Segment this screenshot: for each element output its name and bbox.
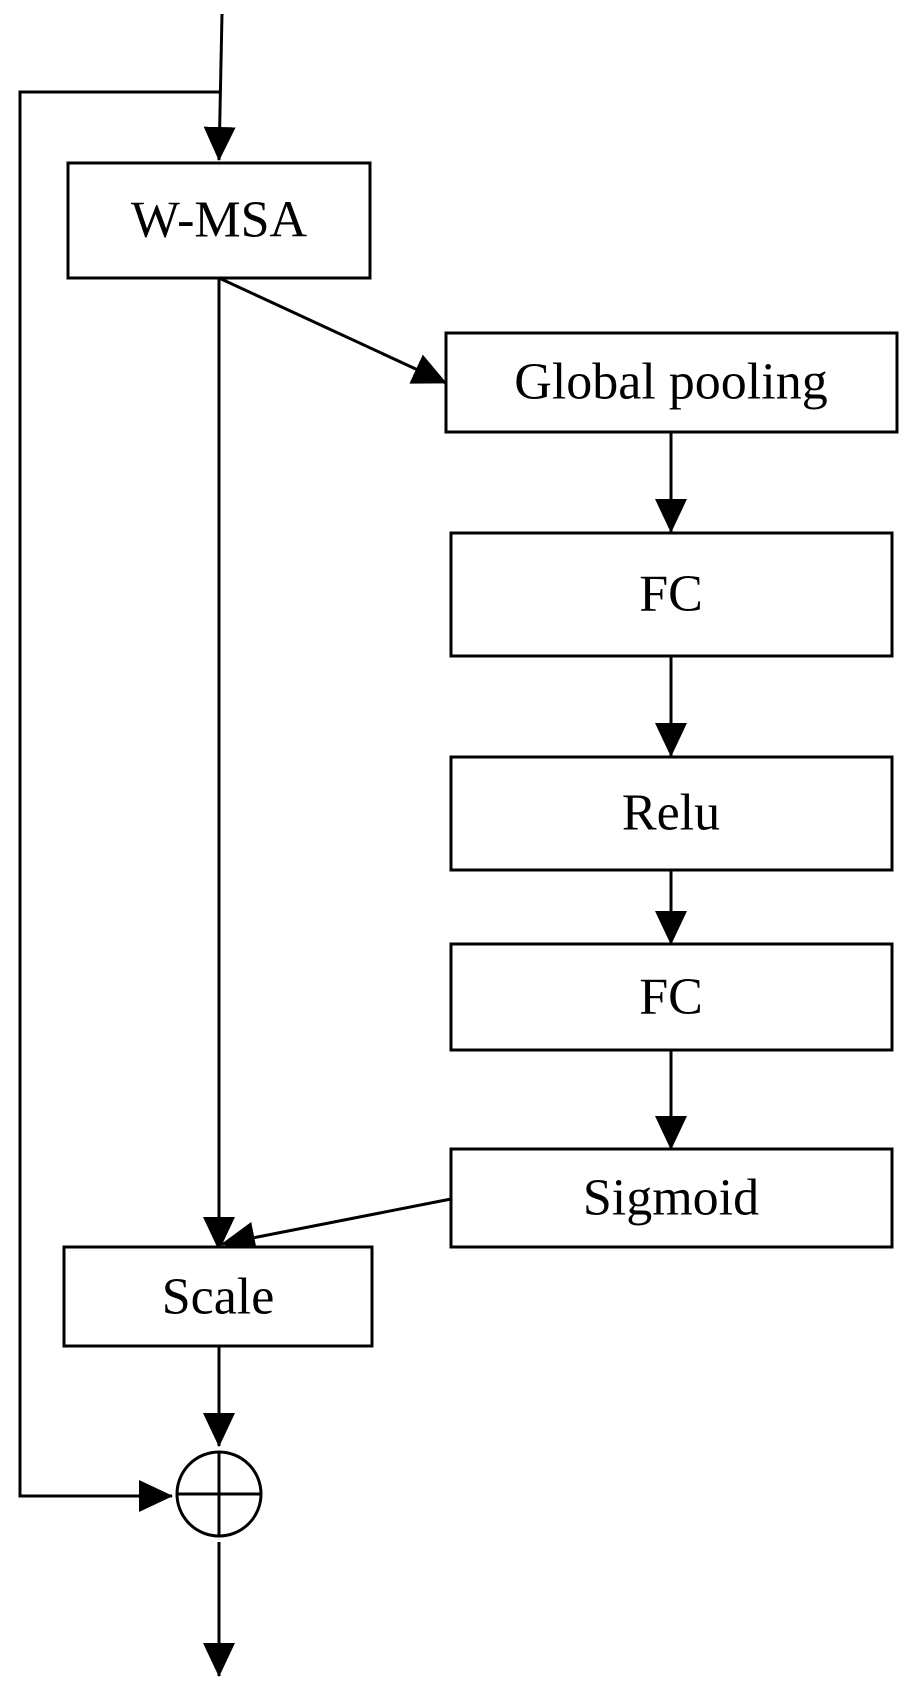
relu-label: Relu [622, 785, 720, 842]
relu-block: Relu [449, 755, 894, 872]
wmsa-label: W-MSA [131, 192, 308, 249]
fc2-label: FC [639, 969, 703, 1026]
fc2-block: FC [449, 942, 894, 1052]
scale-block: Scale [62, 1245, 374, 1348]
fc1-label: FC [639, 566, 703, 623]
fc1-block: FC [449, 531, 894, 658]
sigmoid-to-scale-arrow [221, 1197, 452, 1254]
wmsa-to-pooling-arrow [218, 276, 447, 385]
wmsa-block: W-MSA [66, 161, 372, 280]
skip-connection [18, 90, 219, 1512]
global-pooling-block: Global pooling [444, 331, 899, 434]
sigmoid-block: Sigmoid [449, 1147, 894, 1249]
sigmoid-label: Sigmoid [583, 1170, 759, 1227]
input-arrow [203, 13, 236, 161]
circle-plus-icon [175, 1450, 263, 1538]
scale-label: Scale [162, 1269, 275, 1326]
global-pooling-label: Global pooling [514, 354, 827, 411]
